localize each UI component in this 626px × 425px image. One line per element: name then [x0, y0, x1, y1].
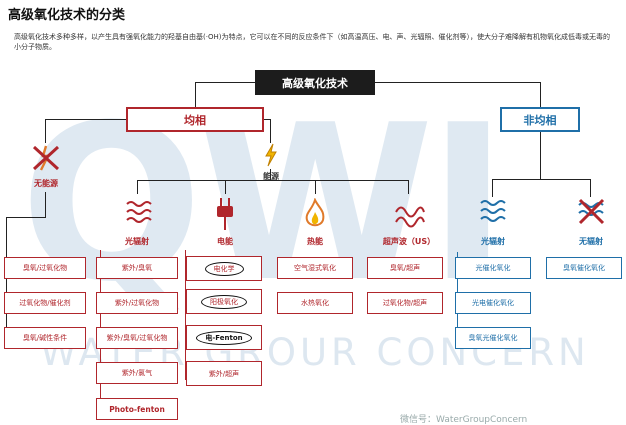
electric-item-text: 电化学	[204, 261, 244, 276]
heterogeneous-node: 非均相	[500, 107, 580, 132]
het-light-item: 光催化氧化	[455, 257, 531, 279]
light-item: 紫外/臭氧/过氧化物	[96, 327, 178, 349]
ultrasound-item: 臭氧/超声	[367, 257, 443, 279]
ultrasound-item: 过氧化物/超声	[367, 292, 443, 314]
intro-paragraph: 高级氧化技术多种多样，以产生具有强氧化能力的羟基自由基(·OH)为特点，它可以在…	[14, 33, 610, 51]
electric-item-text: 电-Fenton	[196, 330, 252, 345]
flame-icon	[305, 198, 325, 227]
energy-icon	[265, 143, 277, 167]
light-item: 紫外/臭氧	[96, 257, 178, 279]
electric-item-text: 阳极氧化	[201, 294, 247, 309]
light-radiation-icon	[126, 201, 152, 223]
het-light-radiation-icon	[480, 200, 506, 222]
het-none-item: 臭氧催化氧化	[546, 257, 622, 279]
no-radiation-icon	[578, 198, 605, 225]
electric-item: 电-Fenton	[186, 325, 262, 350]
no-energy-label: 无能源	[34, 179, 58, 188]
no-energy-item: 过氧化物/催化剂	[4, 292, 86, 314]
het-light-group-label: 光辐射	[481, 237, 505, 246]
electric-item: 阳极氧化	[186, 289, 262, 314]
electric-plug-icon	[217, 198, 233, 230]
page-title: 高级氧化技术的分类	[8, 8, 126, 23]
electric-group-label: 电能	[217, 237, 233, 246]
light-item: 紫外/氯气	[96, 362, 178, 384]
ultrasound-group-label: 超声波（US）	[382, 237, 436, 246]
no-energy-item: 臭氧/碱性条件	[4, 327, 86, 349]
thermal-item: 空气湿式氧化	[277, 257, 353, 279]
thermal-group-label: 热能	[307, 237, 323, 246]
footer-account: 微信号：WaterGroupConcern	[400, 415, 528, 425]
homogeneous-node: 均相	[126, 107, 264, 132]
het-none-group-label: 无辐射	[579, 237, 603, 246]
no-energy-item: 臭氧/过氧化物	[4, 257, 86, 279]
electric-item: 电化学	[186, 256, 262, 281]
het-light-item: 光电催化氧化	[455, 292, 531, 314]
light-group-label: 光辐射	[125, 237, 149, 246]
ultrasound-wave-icon	[395, 206, 425, 228]
electric-item: 紫外/超声	[186, 361, 262, 386]
thermal-item: 水热氧化	[277, 292, 353, 314]
no-energy-icon	[32, 145, 60, 171]
energy-label: 能源	[263, 172, 279, 181]
root-node: 高级氧化技术	[255, 70, 375, 95]
light-item: Photo-fenton	[96, 398, 178, 420]
light-item-text: Photo-fenton	[109, 404, 165, 414]
het-light-item: 臭氧光催化氧化	[455, 327, 531, 349]
light-item: 紫外/过氧化物	[96, 292, 178, 314]
